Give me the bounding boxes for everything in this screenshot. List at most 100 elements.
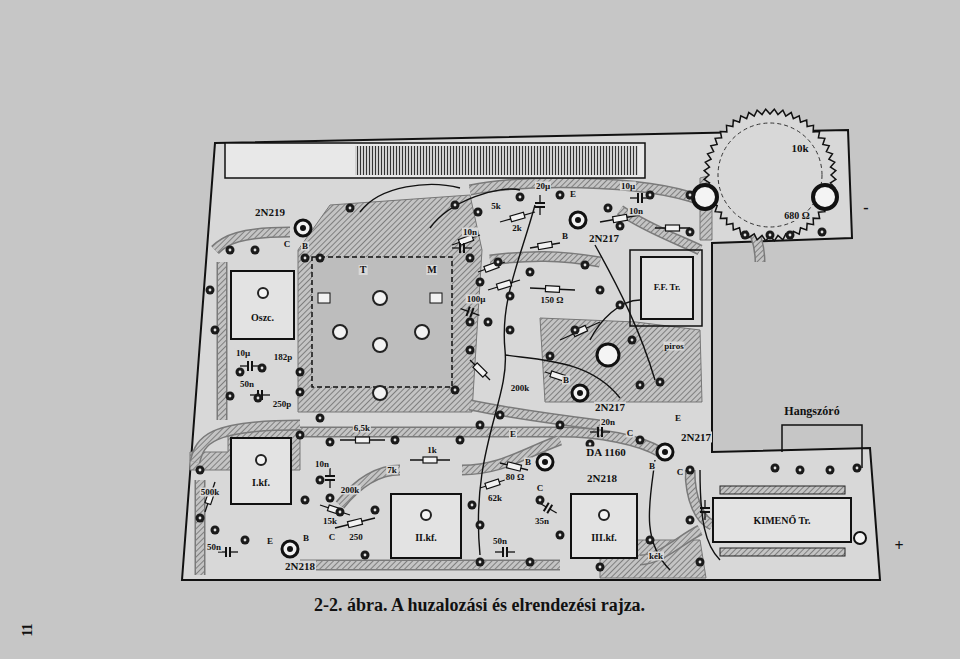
solder-pad <box>316 414 325 423</box>
solder-pad <box>696 558 705 567</box>
board-drawing <box>329 468 330 476</box>
transistor-symbol <box>657 444 673 460</box>
resistor-lead <box>335 518 375 528</box>
pad-hole <box>744 234 747 237</box>
pin-label: B <box>561 232 569 241</box>
solder-pad <box>571 326 580 335</box>
resistor-symbol <box>655 225 690 231</box>
core-hole <box>255 454 267 466</box>
transformer-frame <box>630 250 702 326</box>
board-drawing <box>464 247 472 248</box>
section-label: M <box>426 265 437 275</box>
trace <box>300 561 560 569</box>
trace <box>640 530 700 560</box>
board-drawing <box>700 511 710 513</box>
pad-hole <box>619 304 622 307</box>
transistor-core <box>300 225 306 231</box>
pin-label: B <box>301 242 309 251</box>
board-drawing <box>463 243 465 253</box>
ground-area <box>298 195 482 412</box>
pin-label: E <box>509 430 517 439</box>
mounting-hole <box>854 532 866 544</box>
resistor-lead <box>320 505 350 515</box>
solder-pad <box>466 318 475 327</box>
solder-pad <box>236 368 245 377</box>
capacitor-symbol <box>325 468 335 488</box>
solder-pad <box>451 386 460 395</box>
solder-pad <box>466 254 475 263</box>
solder-pad <box>516 193 525 202</box>
pad-hole <box>689 469 692 472</box>
copper-traces <box>195 183 760 575</box>
volume-dial <box>693 109 837 241</box>
solder-pad <box>526 268 535 277</box>
transistor-symbol <box>537 454 553 470</box>
transistor-core <box>575 217 581 223</box>
trace <box>218 262 226 420</box>
pad-hole <box>509 295 512 298</box>
solder-pad <box>361 551 370 560</box>
pad-hole <box>394 439 397 442</box>
pad-hole <box>499 414 502 417</box>
solder-pad <box>853 464 862 473</box>
pad-hole <box>659 381 662 384</box>
solder-pad <box>494 258 503 267</box>
wire <box>430 189 520 228</box>
transistor-type: 2N218 <box>586 473 618 484</box>
transistor-type: 2N219 <box>254 207 286 218</box>
solder-pad <box>506 326 515 335</box>
resistor-lead <box>205 482 215 512</box>
solder-pad <box>468 501 477 510</box>
pad-hole <box>304 257 307 260</box>
transistor-core <box>577 390 583 396</box>
component-value: 500k <box>200 488 221 497</box>
transistor-core <box>287 546 293 552</box>
solder-pad <box>818 228 827 237</box>
board-drawing <box>539 195 540 203</box>
component-value: 50n <box>206 543 222 552</box>
board-drawing <box>470 308 473 317</box>
board-drawing <box>218 551 226 552</box>
tuning-scale-marks <box>355 146 638 175</box>
resistor-body <box>666 225 680 231</box>
capacitor-symbol <box>535 195 545 215</box>
pad-hole <box>469 321 472 324</box>
tuning-scale <box>225 143 645 178</box>
pad-hole <box>304 499 307 502</box>
pad-hole <box>549 355 552 358</box>
board-drawing <box>602 431 610 432</box>
solder-pad <box>336 508 345 517</box>
mounting-hole <box>597 344 619 366</box>
solder-pad <box>251 246 260 255</box>
solder-pad <box>211 326 220 335</box>
trace-outline <box>300 560 560 571</box>
component-value: 20n <box>600 418 616 427</box>
solder-pad <box>241 536 250 545</box>
solder-pad <box>326 494 335 503</box>
resistor-symbol <box>202 481 218 513</box>
polarity-sign: - <box>862 200 869 216</box>
transistor-type: 2N217 <box>680 432 712 443</box>
solder-pad <box>616 301 625 310</box>
pin-label: C <box>328 533 337 542</box>
pad-hole <box>559 194 562 197</box>
pad-hole <box>254 249 257 252</box>
capacitor-symbol <box>590 427 610 437</box>
knob-inner <box>718 123 822 227</box>
transistor-symbol <box>282 541 298 557</box>
board-drawing <box>466 307 469 316</box>
solder-pad <box>786 231 795 240</box>
ground-areas <box>190 175 712 578</box>
component-value: 182p <box>273 353 294 362</box>
solder-pad <box>596 563 605 572</box>
pin-label: E <box>266 537 274 546</box>
pin-label: C <box>626 429 635 438</box>
board-drawing <box>590 431 598 432</box>
pad-hole <box>229 395 232 398</box>
pad-hole <box>349 207 352 210</box>
resistor-symbol <box>334 515 375 531</box>
solder-pad <box>296 431 305 440</box>
component-value: 10n <box>462 228 478 237</box>
wires <box>360 185 720 570</box>
pad-hole <box>689 231 692 234</box>
